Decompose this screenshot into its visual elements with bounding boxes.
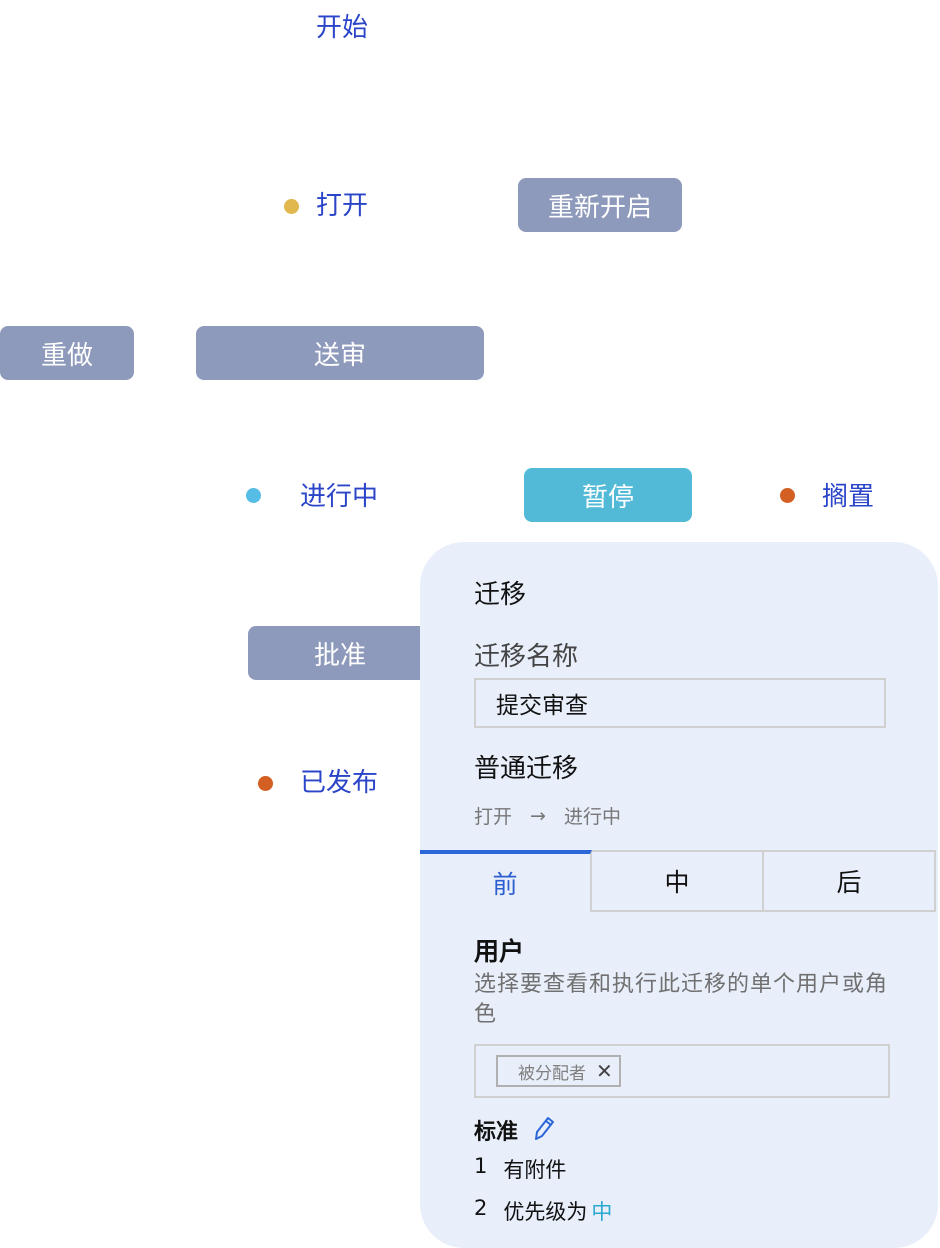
criteria-title: 标准 bbox=[474, 1120, 519, 1145]
status-open[interactable]: 打开 bbox=[316, 191, 369, 221]
status-dot-in-progress bbox=[246, 488, 261, 503]
path-to: 进行中 bbox=[563, 806, 621, 828]
close-icon[interactable]: ✕ bbox=[596, 1059, 613, 1083]
panel-title: 迁移 bbox=[474, 580, 527, 610]
tab-after[interactable]: 后 bbox=[764, 850, 936, 912]
start-node[interactable]: 开始 bbox=[316, 13, 369, 43]
criteria-number: 2 bbox=[474, 1196, 488, 1220]
tab-during[interactable]: 中 bbox=[592, 850, 764, 912]
status-published[interactable]: 已发布 bbox=[300, 768, 379, 798]
transition-panel: 迁移 迁移名称 提交审查 普通迁移 打开 → 进行中 前 中 后 用户 选择要查… bbox=[420, 542, 938, 1248]
user-selector-input[interactable]: 被分配者 ✕ bbox=[474, 1044, 890, 1098]
user-chip: 被分配者 ✕ bbox=[496, 1055, 621, 1087]
pencil-icon[interactable] bbox=[532, 1115, 556, 1145]
status-dot-published bbox=[258, 776, 273, 791]
criteria-header: 标准 bbox=[474, 1114, 556, 1146]
criteria-number: 1 bbox=[474, 1154, 488, 1178]
transition-name-label: 迁移名称 bbox=[474, 642, 579, 672]
criteria-highlight: 中 bbox=[591, 1200, 613, 1224]
transition-name-input[interactable]: 提交审查 bbox=[474, 678, 886, 728]
arrow-right-icon: → bbox=[530, 804, 546, 827]
criteria-text: 优先级为 bbox=[503, 1200, 588, 1224]
users-description: 选择要查看和执行此迁移的单个用户或角色 bbox=[474, 972, 889, 1027]
user-chip-label: 被分配者 bbox=[518, 1063, 586, 1084]
transition-pause-button[interactable]: 暂停 bbox=[524, 468, 692, 522]
phase-tabs: 前 中 后 bbox=[420, 850, 936, 912]
tab-before[interactable]: 前 bbox=[420, 850, 592, 912]
status-in-progress[interactable]: 进行中 bbox=[300, 482, 379, 512]
status-on-hold[interactable]: 搁置 bbox=[822, 482, 875, 512]
criteria-item: 2 优先级为中 bbox=[474, 1196, 612, 1226]
criteria-text: 有附件 bbox=[503, 1158, 567, 1182]
transition-approve-button[interactable]: 批准 bbox=[248, 626, 448, 680]
criteria-item: 1 有附件 bbox=[474, 1154, 566, 1184]
status-dot-on-hold bbox=[780, 488, 795, 503]
transition-reopen-button[interactable]: 重新开启 bbox=[518, 178, 682, 232]
transition-path: 打开 → 进行中 bbox=[474, 802, 621, 829]
transition-submit-review-button[interactable]: 送审 bbox=[196, 326, 484, 380]
users-section-title: 用户 bbox=[474, 937, 525, 966]
path-from: 打开 bbox=[474, 806, 513, 828]
transition-redo-button[interactable]: 重做 bbox=[0, 326, 134, 380]
approve-label: 批准 bbox=[313, 640, 366, 671]
transition-type-label: 普通迁移 bbox=[474, 754, 579, 784]
status-dot-open bbox=[284, 199, 299, 214]
